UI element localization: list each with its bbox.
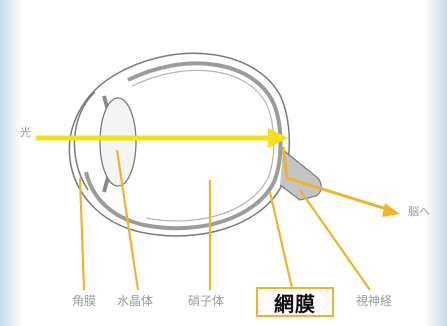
lens-label: 水晶体: [117, 294, 154, 308]
light-label: 光: [20, 126, 31, 139]
lens: [99, 97, 137, 187]
signal-arrowhead: [382, 203, 400, 217]
retina-leader: [268, 191, 294, 289]
retina-label-box: 網膜: [256, 287, 334, 317]
sclera-outline: [68, 52, 290, 237]
signal-arrow: [281, 146, 391, 212]
optic-nerve-label: 視神経: [356, 294, 393, 308]
optic-nerve-leader: [299, 189, 371, 291]
light-ray-arrowhead: [268, 128, 288, 148]
retina-label: 網膜: [274, 291, 316, 316]
lens-leader: [115, 149, 140, 291]
cornea-label: 角膜: [72, 294, 97, 308]
vitreous-label: 硝子体: [188, 294, 225, 308]
to-brain-label: 脳へ: [408, 205, 430, 218]
cornea-leader: [78, 177, 86, 291]
